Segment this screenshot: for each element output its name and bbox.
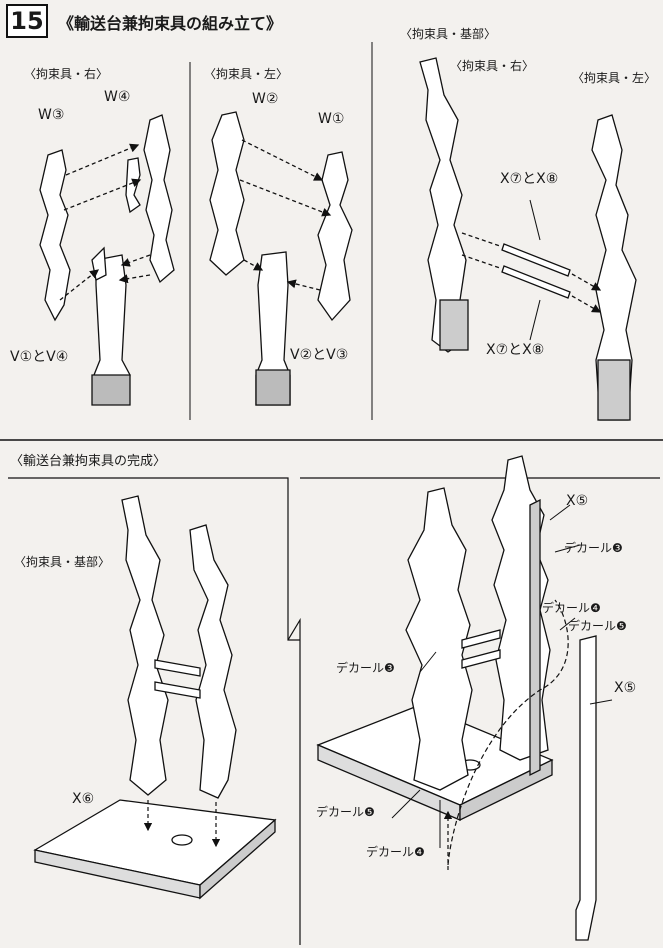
part-label-v1-v4: V①とV④ [10, 349, 69, 365]
decal-label-1: デカール❸ [564, 541, 623, 555]
step-title: 《輸送台兼拘束具の組み立て》 [58, 14, 283, 33]
rod-label-top: X⑦とX⑧ [500, 171, 559, 187]
part-label-x5-right: X⑤ [614, 680, 637, 696]
base-diagram [419, 57, 637, 421]
decal-label-3: デカール❺ [568, 619, 627, 633]
part-label-v2-v3: V②とV③ [290, 347, 349, 363]
right-restraint-title: 〈拘束具・右〉 [24, 67, 109, 81]
rods [501, 243, 571, 299]
complete-assembly-diagram [33, 495, 277, 900]
part-label-x5-top: X⑤ [566, 493, 589, 509]
part-label-w4: W④ [104, 89, 131, 105]
base-right-subtitle: 〈拘束具・右〉 [450, 59, 535, 73]
decal-label-bottom-a: デカール❺ [316, 805, 375, 819]
complete-base-label: 〈拘束具・基部〉 [14, 555, 111, 569]
part-label-w1: W① [318, 111, 345, 127]
complete-title: 〈輸送台兼拘束具の完成〉 [10, 454, 167, 469]
decal-label-bottom-b: デカール❹ [366, 845, 425, 859]
left-restraint-title: 〈拘束具・左〉 [204, 67, 289, 81]
base-left-subtitle: 〈拘束具・左〉 [572, 71, 657, 85]
rod-label-bottom: X⑦とX⑧ [486, 342, 545, 358]
part-label-w3: W③ [38, 107, 65, 123]
step-number: 15 [6, 4, 48, 38]
left-restraint-diagram [209, 111, 353, 406]
callout-frame [8, 477, 300, 641]
base-title: 〈拘束具・基部〉 [400, 27, 497, 41]
decal-label-2: デカール❹ [542, 601, 601, 615]
decal-assembly-diagram [316, 455, 597, 941]
part-label-x6: X⑥ [72, 791, 95, 807]
part-label-w2: W② [252, 91, 279, 107]
decal-label-left: デカール❸ [336, 661, 395, 675]
insert-path [447, 599, 569, 866]
